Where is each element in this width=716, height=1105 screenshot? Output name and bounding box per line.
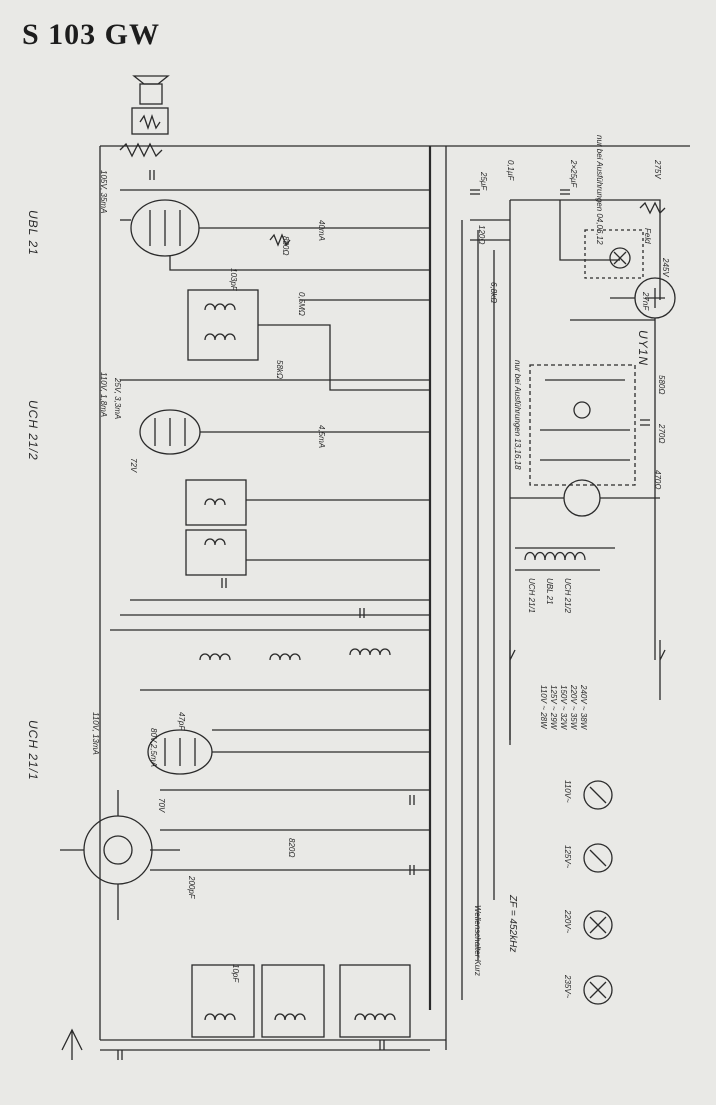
label-245v: 245V (661, 258, 670, 277)
label-uch21-1-voltage: 110V, 13mA (91, 712, 100, 755)
heater-label-2: UBL 21 (545, 578, 554, 605)
label-uch21-1: UCH 21/1 (26, 720, 40, 781)
selector-label-3: 220V~ (563, 910, 572, 934)
label-ubl21-voltage: 105V, 35mA (99, 170, 108, 214)
label-275v: 275V (653, 160, 662, 179)
coil-group-3 (199, 648, 391, 661)
label-uch21-2-voltage2: 25V, 3,3mA (113, 378, 122, 420)
label-r-880: 880Ω (281, 236, 290, 256)
coil-group-1 (187, 289, 259, 361)
label-nur-bei-1: nur bei Ausführungen 13,16,18 (513, 360, 522, 470)
voltage-selector-icon (563, 479, 601, 517)
label-ubl21: UBL 21 (26, 210, 40, 256)
label-uch21-1-v2: 80V,2,5mA (149, 728, 158, 767)
label-r-820: 820Ω (287, 838, 296, 858)
label-uch21-2: UCH 21/2 (26, 400, 40, 461)
label-uch21-2-voltage: 110V, 1,8mA (99, 372, 108, 418)
coil-group-2 (185, 479, 247, 576)
label-cap-25uf: 25μF (479, 172, 488, 191)
label-r-580: 580Ω (657, 375, 666, 395)
label-uy1n: UY1N (636, 330, 650, 367)
label-40ma: 40mA (317, 220, 326, 241)
selector-label-1: 110V~ (563, 780, 572, 803)
label-zf: ZF = 452kHz (507, 895, 518, 953)
power-row-2: 125V ~ 29W (549, 685, 558, 730)
label-nur-bei-2: nur bei Ausführungen 04,06,12 (595, 135, 604, 245)
coil-group-4 (191, 964, 411, 1038)
label-r-470: 470Ω (653, 470, 662, 490)
label-cap-103: 103pF (229, 268, 238, 291)
selector-discs (583, 780, 613, 1005)
power-row-5: 240V ~ 38W (579, 685, 588, 730)
label-r-120: 120Ω (477, 225, 486, 245)
page-title: S 103 GW (22, 18, 161, 51)
label-wellenschalter: Wellenschalter Kurz (473, 905, 482, 976)
label-r-58k: 58kΩ (275, 360, 284, 379)
power-row-4: 220V ~ 35W (569, 685, 578, 730)
loudspeaker-icon (131, 75, 170, 135)
label-cap-10pf: 10pF (231, 964, 240, 983)
label-cap-47pf: 47pF (177, 712, 186, 731)
label-70v: 70V (157, 798, 166, 813)
label-cap-27nf: 27nF (641, 292, 650, 311)
label-r-68: 6,8kΩ (489, 282, 498, 304)
mains-switch-icon (509, 640, 516, 661)
pilot-lamp-icon (609, 247, 631, 269)
label-feld: Feld (643, 228, 652, 244)
heater-label-3: UCH 21/2 (563, 578, 572, 614)
heater-label-1: UCH 21/1 (527, 578, 536, 614)
selector-label-4: 235V~ (563, 975, 572, 999)
resistor (119, 142, 163, 158)
label-72v: 72V (129, 458, 138, 473)
power-row-1: 110V ~ 28W (539, 685, 548, 729)
label-cap-01uf: 0,1μF (506, 160, 515, 181)
selector-label-2: 125V~ (563, 845, 572, 869)
label-cap-2x25uf: 2×25μF (569, 160, 578, 188)
label-r-05m: 0,5MΩ (297, 292, 306, 316)
label-r-270: 270Ω (657, 424, 666, 444)
power-row-3: 150V ~ 32W (559, 685, 568, 730)
wave-switch-icon (83, 815, 153, 885)
label-45ma: 4,5mA (317, 425, 326, 449)
heater-chain (515, 547, 615, 571)
label-cap-200pf: 200pF (187, 876, 196, 899)
